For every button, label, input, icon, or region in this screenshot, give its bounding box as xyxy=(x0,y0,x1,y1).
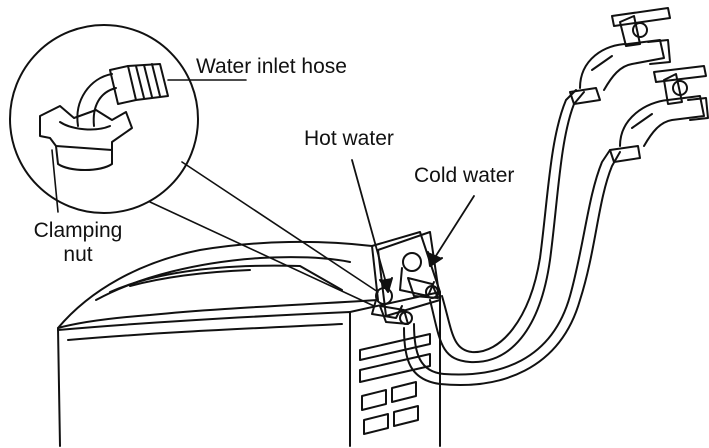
inlet-valves xyxy=(371,252,439,325)
cold-water-arrow xyxy=(427,195,475,267)
clamping-nut-label-line2: nut xyxy=(63,243,93,266)
upper-tap xyxy=(569,7,671,105)
water-inlet-hose-label: Water inlet hose xyxy=(196,55,347,78)
hot-water-arrow xyxy=(351,159,393,293)
clamping-nut-label: Clamping nut xyxy=(20,219,136,267)
hoses xyxy=(403,89,621,386)
lower-tap xyxy=(609,65,709,163)
clamping-nut-detail xyxy=(9,24,379,307)
cold-water-label: Cold water xyxy=(414,164,515,187)
washing-machine xyxy=(57,231,441,447)
hot-water-label: Hot water xyxy=(304,127,394,150)
clamping-nut-label-line1: Clamping xyxy=(33,219,123,242)
